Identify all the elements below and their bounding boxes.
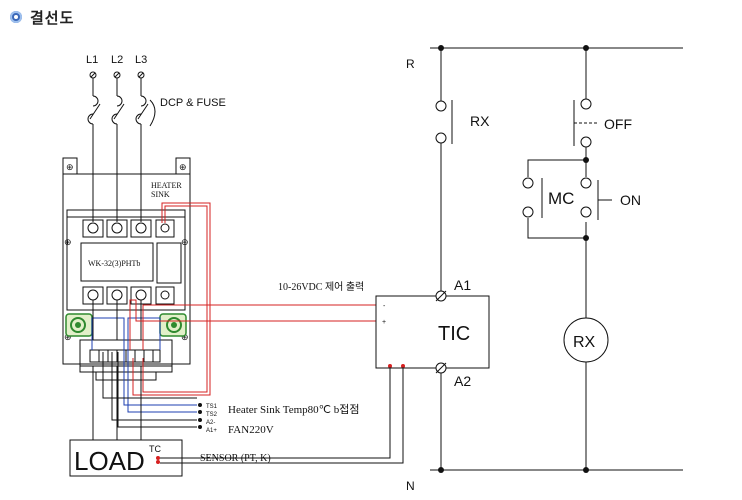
ts1-label: TS1: [206, 404, 218, 410]
tic-block: TIC: [375, 290, 490, 374]
off-button: [573, 98, 598, 148]
tic-label: TIC: [438, 323, 470, 345]
r-label: R: [406, 57, 415, 71]
on-label: ON: [620, 192, 641, 208]
off-label: OFF: [604, 116, 632, 132]
mc-on-circuit: [522, 159, 612, 239]
sensor-terminal-1: [388, 364, 392, 368]
section-header: 결선도: [10, 6, 74, 28]
sensor-label: SENSOR (PT, K): [200, 453, 271, 464]
load-wires: [92, 366, 142, 440]
signal-wires-black: [92, 300, 197, 428]
fan-label: FAN220V: [228, 424, 274, 436]
phase-label-l1: L1: [86, 54, 98, 66]
heater-sink-wires: [132, 202, 211, 396]
phase-label-l3: L3: [135, 54, 147, 66]
tc-label: TC: [149, 444, 161, 454]
svg-text:⊕: ⊕: [64, 237, 72, 247]
phase-terminals: [87, 71, 156, 222]
rx-contact: [435, 100, 453, 144]
terminal-markers: [198, 403, 202, 429]
n-label: N: [406, 479, 415, 493]
page-title: 결선도: [30, 8, 75, 27]
a1-label: A1: [454, 277, 471, 293]
svg-text:⊕: ⊕: [179, 162, 187, 172]
signal-wires-blue: [91, 317, 197, 413]
sink-label: SINK: [151, 190, 170, 199]
phase-label-l2: L2: [111, 54, 123, 66]
rail-junctions: [438, 45, 589, 473]
a1-small-label: A1+: [206, 428, 217, 434]
control-output-wires-b: [200, 305, 222, 322]
control-output-label: 10-26VDC 제어 출력: [278, 281, 364, 293]
svg-text:⊕: ⊕: [181, 237, 189, 247]
svg-text:⊕: ⊕: [66, 162, 74, 172]
sensor-wires: [160, 366, 404, 464]
rx-coil-label: RX: [573, 334, 596, 351]
dcp-fuse-label: DCP & FUSE: [160, 97, 226, 109]
heater-sink-temp-label: Heater Sink Temp80℃ b접점: [228, 403, 360, 416]
phase-labels: L1 L2 L3: [86, 54, 147, 66]
svg-text:⊕: ⊕: [64, 332, 72, 342]
minus-label: -: [383, 303, 386, 310]
rx-coil: RX: [563, 317, 609, 363]
sensor-terminal-2: [401, 364, 405, 368]
ssr-module: ⊕ ⊕ ⊕ ⊕ ⊕ ⊕: [62, 157, 191, 381]
load-block: LOAD TC: [69, 439, 183, 477]
fan-connector-right: [159, 313, 187, 337]
module-label: WK-32(3)PHTb: [88, 259, 140, 268]
rx-contact-label: RX: [470, 113, 490, 129]
fan-connector-left: [65, 313, 93, 337]
mc-label: MC: [548, 189, 574, 208]
a2-label: A2: [454, 373, 471, 389]
bullet-icon: [10, 11, 22, 23]
heater-label: HEATER: [151, 181, 182, 190]
plus-label: +: [382, 319, 386, 326]
load-label: LOAD: [74, 446, 145, 476]
svg-text:⊕: ⊕: [181, 332, 189, 342]
ts2-label: TS2: [206, 412, 218, 418]
a2-small-label: A2-: [206, 420, 215, 426]
power-rails: [430, 47, 683, 471]
